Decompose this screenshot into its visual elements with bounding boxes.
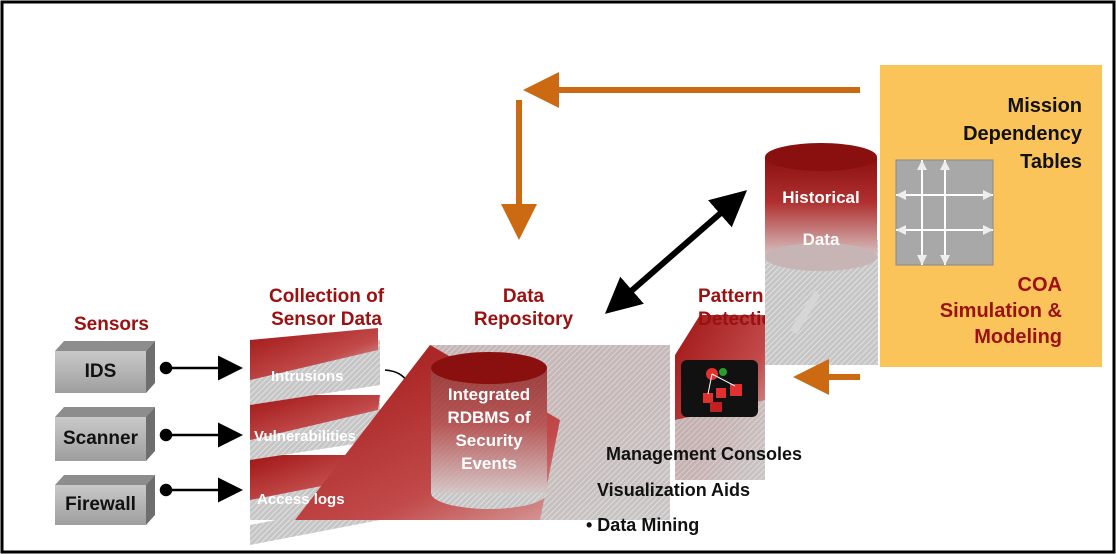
sensor-box-firewall xyxy=(55,475,155,525)
layer-intrusions: Intrusions xyxy=(271,368,344,385)
repository-title: Data Repository xyxy=(456,285,591,331)
collection-title: Collection of Sensor Data xyxy=(259,285,394,331)
coa-line-1: COA xyxy=(1017,274,1062,296)
cylinder-line-4: Events xyxy=(461,454,517,473)
repository-historical-arrow xyxy=(604,190,748,314)
coa-line-3: Modeling xyxy=(974,326,1062,348)
mission-box xyxy=(880,65,1102,367)
pattern-title-line1: Pattern xyxy=(698,286,764,307)
coa-title: COA Simulation & Modeling xyxy=(880,272,1062,350)
mission-title: Mission Dependency Tables xyxy=(900,92,1082,176)
cylinder-line-3: Security xyxy=(455,431,523,450)
repository-title-line1: Data xyxy=(502,286,545,307)
repository-cylinder xyxy=(431,352,547,509)
coa-line-2: Simulation & xyxy=(939,300,1062,322)
historical-line-1: Historical xyxy=(782,188,860,207)
historical-cylinder xyxy=(765,143,878,365)
sensor-box-ids xyxy=(55,341,155,393)
historical-line-2: Data xyxy=(802,230,840,249)
output-management-consoles: Management Consoles xyxy=(606,444,803,464)
sensor-firewall-label: Firewall xyxy=(65,494,136,515)
layer-access-logs: Access logs xyxy=(257,491,345,508)
output-data-mining: • Data Mining xyxy=(586,515,700,535)
mission-line-2: Dependency xyxy=(963,123,1082,145)
pattern-detection-block xyxy=(675,315,765,480)
layer-vulnerabilities: Vulnerabilities xyxy=(254,428,356,445)
sensor-ids-label: IDS xyxy=(84,361,117,382)
feedback-arrows xyxy=(501,72,860,395)
mission-line-3: Tables xyxy=(1020,151,1082,173)
repository-title-line2: Repository xyxy=(473,309,574,330)
repository-cylinder-text: Integrated RDBMS of Security Events xyxy=(431,383,547,475)
cylinder-line-2: RDBMS of xyxy=(447,408,531,427)
collection-layers xyxy=(250,328,380,545)
historical-text: Historical Data xyxy=(765,177,877,261)
sensor-scanner-label: Scanner xyxy=(63,428,138,449)
collection-title-line2: Sensor Data xyxy=(271,309,382,330)
sensor-box-scanner xyxy=(55,407,155,461)
pattern-title-line2: Detection xyxy=(698,309,765,330)
mission-line-1: Mission xyxy=(1007,95,1082,117)
collection-title-line1: Collection of xyxy=(268,286,385,307)
output-visualization-aids: Visualization Aids xyxy=(597,480,751,500)
sensor-arrows xyxy=(159,355,243,503)
sensors-title: Sensors xyxy=(74,314,149,335)
cylinder-line-1: Integrated xyxy=(447,385,531,404)
pattern-title: Pattern Detection xyxy=(698,285,765,331)
